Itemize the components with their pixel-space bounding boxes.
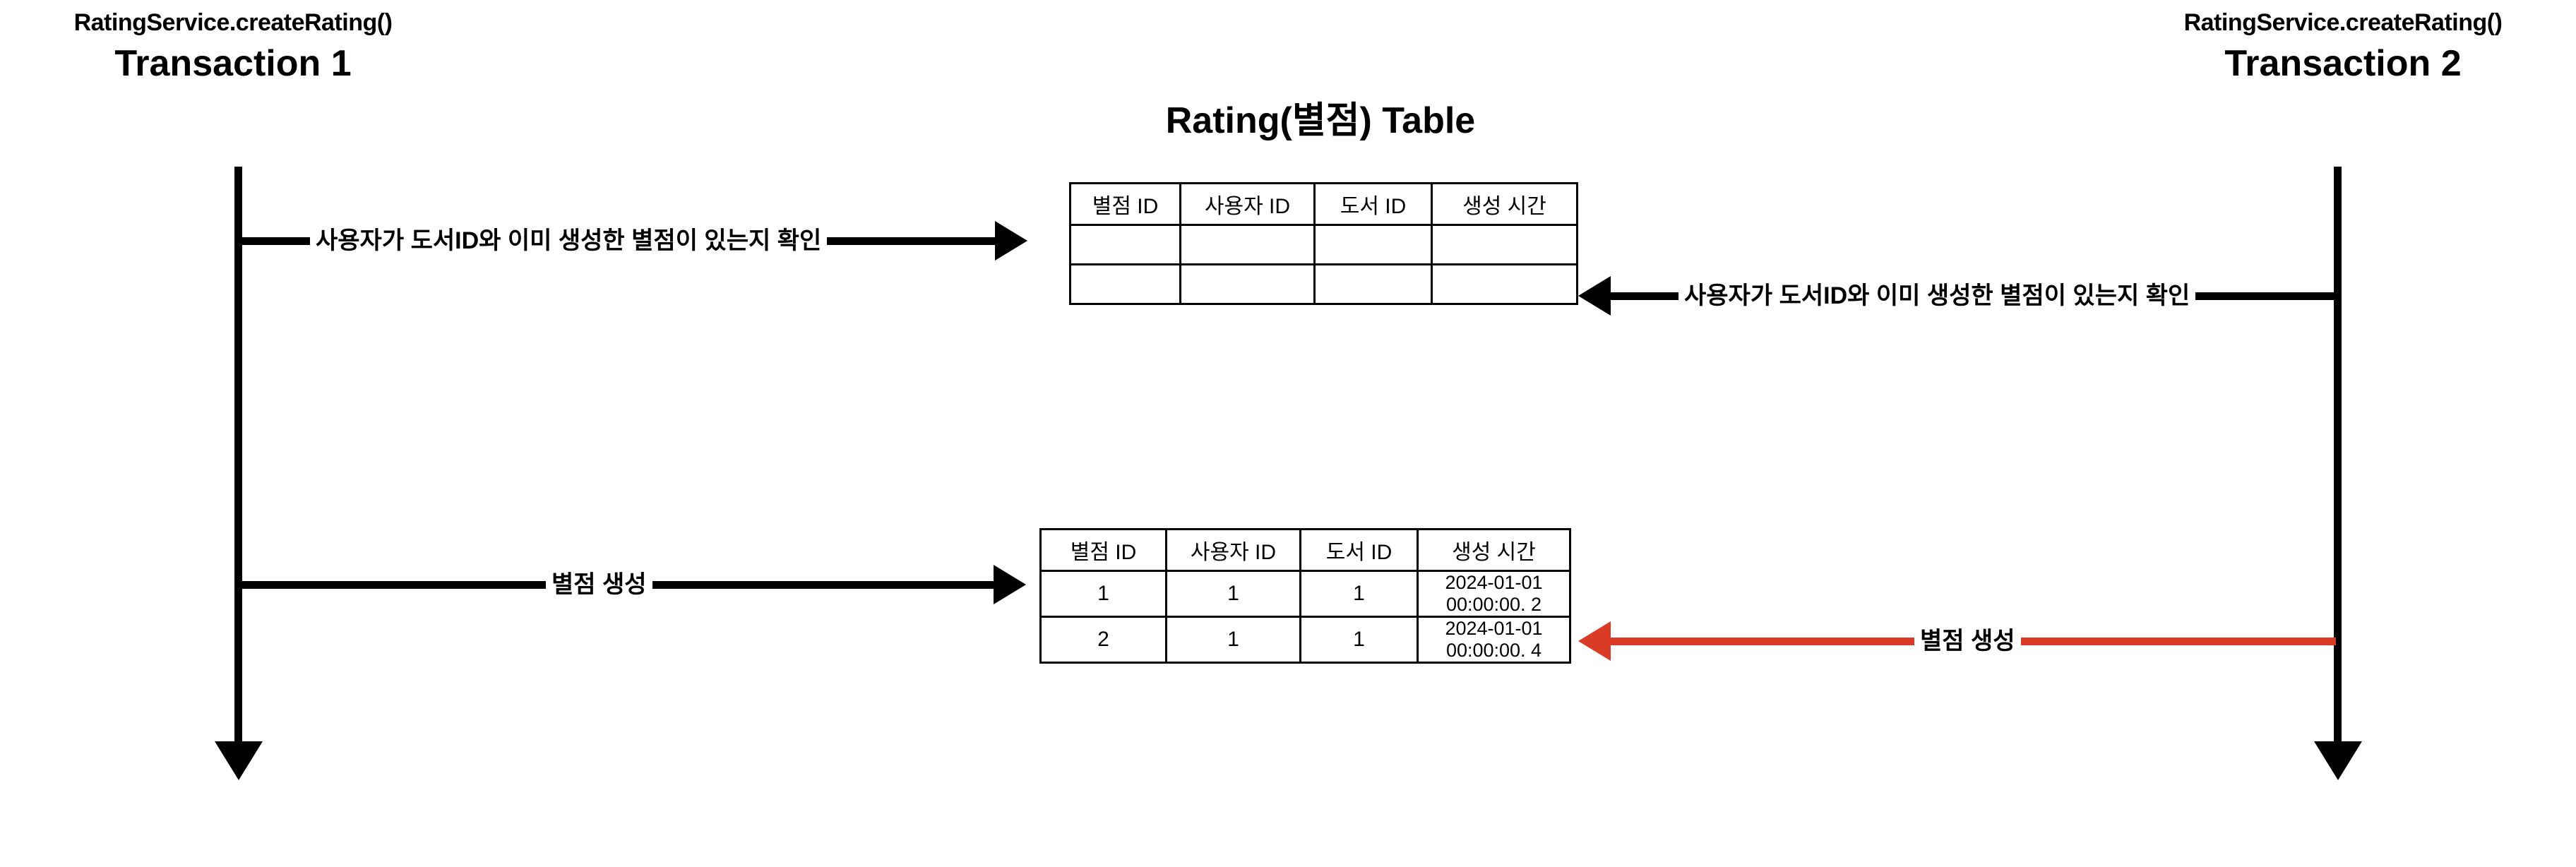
right-lifeline bbox=[2334, 167, 2342, 746]
message-right-create-line-start bbox=[1611, 637, 1914, 645]
message-right-check: 사용자가 도서ID와 이미 생성한 별점이 있는지 확인 bbox=[1578, 276, 2336, 316]
table-cell bbox=[1179, 263, 1316, 305]
left-lifeline bbox=[234, 167, 242, 746]
table-cell: 1 bbox=[1165, 616, 1301, 664]
table-row bbox=[1069, 263, 1578, 305]
table-cell-timestamp: 2024-01-01 00:00:00. 4 bbox=[1417, 616, 1571, 664]
message-right-create: 별점 생성 bbox=[1578, 621, 2336, 661]
table-col-rating-id: 별점 ID bbox=[1069, 182, 1181, 226]
table-cell: 1 bbox=[1165, 569, 1301, 618]
table-cell: 1 bbox=[1299, 616, 1419, 664]
right-actor-method: RatingService.createRating() bbox=[2183, 9, 2503, 36]
table-col-user-id: 사용자 ID bbox=[1179, 182, 1316, 226]
table-col-user-id: 사용자 ID bbox=[1165, 528, 1301, 572]
table-header-row: 별점 ID 사용자 ID 도서 ID 생성 시간 bbox=[1069, 182, 1578, 226]
table-cell bbox=[1179, 224, 1316, 265]
table-row: 2 1 1 2024-01-01 00:00:00. 4 bbox=[1039, 616, 1571, 664]
left-actor-name: Transaction 1 bbox=[114, 43, 352, 85]
message-right-check-label: 사용자가 도서ID와 이미 생성한 별점이 있는지 확인 bbox=[1684, 282, 2190, 309]
message-left-create: 별점 생성 bbox=[242, 565, 1026, 604]
message-left-check-line-end bbox=[827, 237, 995, 245]
table-cell: 2 bbox=[1039, 616, 1167, 664]
arrow-right-icon bbox=[995, 221, 1027, 261]
message-left-check: 사용자가 도서ID와 이미 생성한 별점이 있는지 확인 bbox=[242, 221, 1027, 261]
message-left-create-label: 별점 생성 bbox=[551, 571, 647, 598]
table-cell bbox=[1431, 263, 1578, 305]
table-row: 1 1 1 2024-01-01 00:00:00. 2 bbox=[1039, 569, 1571, 618]
table-cell bbox=[1313, 224, 1433, 265]
table-col-created-at: 생성 시간 bbox=[1431, 182, 1578, 226]
arrow-left-icon bbox=[1578, 276, 1611, 316]
left-actor-method: RatingService.createRating() bbox=[73, 9, 393, 36]
arrow-right-icon bbox=[994, 565, 1026, 604]
table-header-row: 별점 ID 사용자 ID 도서 ID 생성 시간 bbox=[1039, 528, 1571, 572]
right-lifeline-arrowhead-icon bbox=[2314, 741, 2362, 780]
rating-table-empty: 별점 ID 사용자 ID 도서 ID 생성 시간 bbox=[1069, 182, 1578, 305]
message-left-create-line-start bbox=[242, 580, 546, 589]
message-left-check-label: 사용자가 도서ID와 이미 생성한 별점이 있는지 확인 bbox=[316, 227, 822, 254]
table-cell: 1 bbox=[1299, 569, 1419, 618]
message-right-check-line-end bbox=[2195, 292, 2336, 300]
table-col-created-at: 생성 시간 bbox=[1417, 528, 1571, 572]
table-cell bbox=[1313, 263, 1433, 305]
rating-table-filled: 별점 ID 사용자 ID 도서 ID 생성 시간 1 1 1 2024-01-0… bbox=[1039, 528, 1571, 664]
table-col-book-id: 도서 ID bbox=[1299, 528, 1419, 572]
table-row bbox=[1069, 224, 1578, 265]
table-cell bbox=[1069, 224, 1181, 265]
center-table-title: Rating(별점) Table bbox=[1165, 100, 1476, 141]
left-lifeline-arrowhead-icon bbox=[215, 741, 263, 780]
table-cell-timestamp: 2024-01-01 00:00:00. 2 bbox=[1417, 569, 1571, 618]
table-cell bbox=[1069, 263, 1181, 305]
message-left-check-line-start bbox=[242, 237, 310, 245]
table-col-book-id: 도서 ID bbox=[1313, 182, 1433, 226]
right-actor-header: RatingService.createRating() Transaction… bbox=[2110, 9, 2576, 85]
arrow-left-icon bbox=[1578, 621, 1611, 661]
right-actor-name: Transaction 2 bbox=[2224, 43, 2462, 85]
message-right-check-line-start bbox=[1611, 292, 1678, 300]
table-cell: 1 bbox=[1039, 569, 1167, 618]
message-left-create-line-end bbox=[652, 580, 994, 589]
table-col-rating-id: 별점 ID bbox=[1039, 528, 1167, 572]
table-cell bbox=[1431, 224, 1578, 265]
message-right-create-line-end bbox=[2020, 637, 2336, 645]
left-actor-header: RatingService.createRating() Transaction… bbox=[0, 9, 466, 85]
message-right-create-label: 별점 생성 bbox=[1920, 628, 2015, 654]
